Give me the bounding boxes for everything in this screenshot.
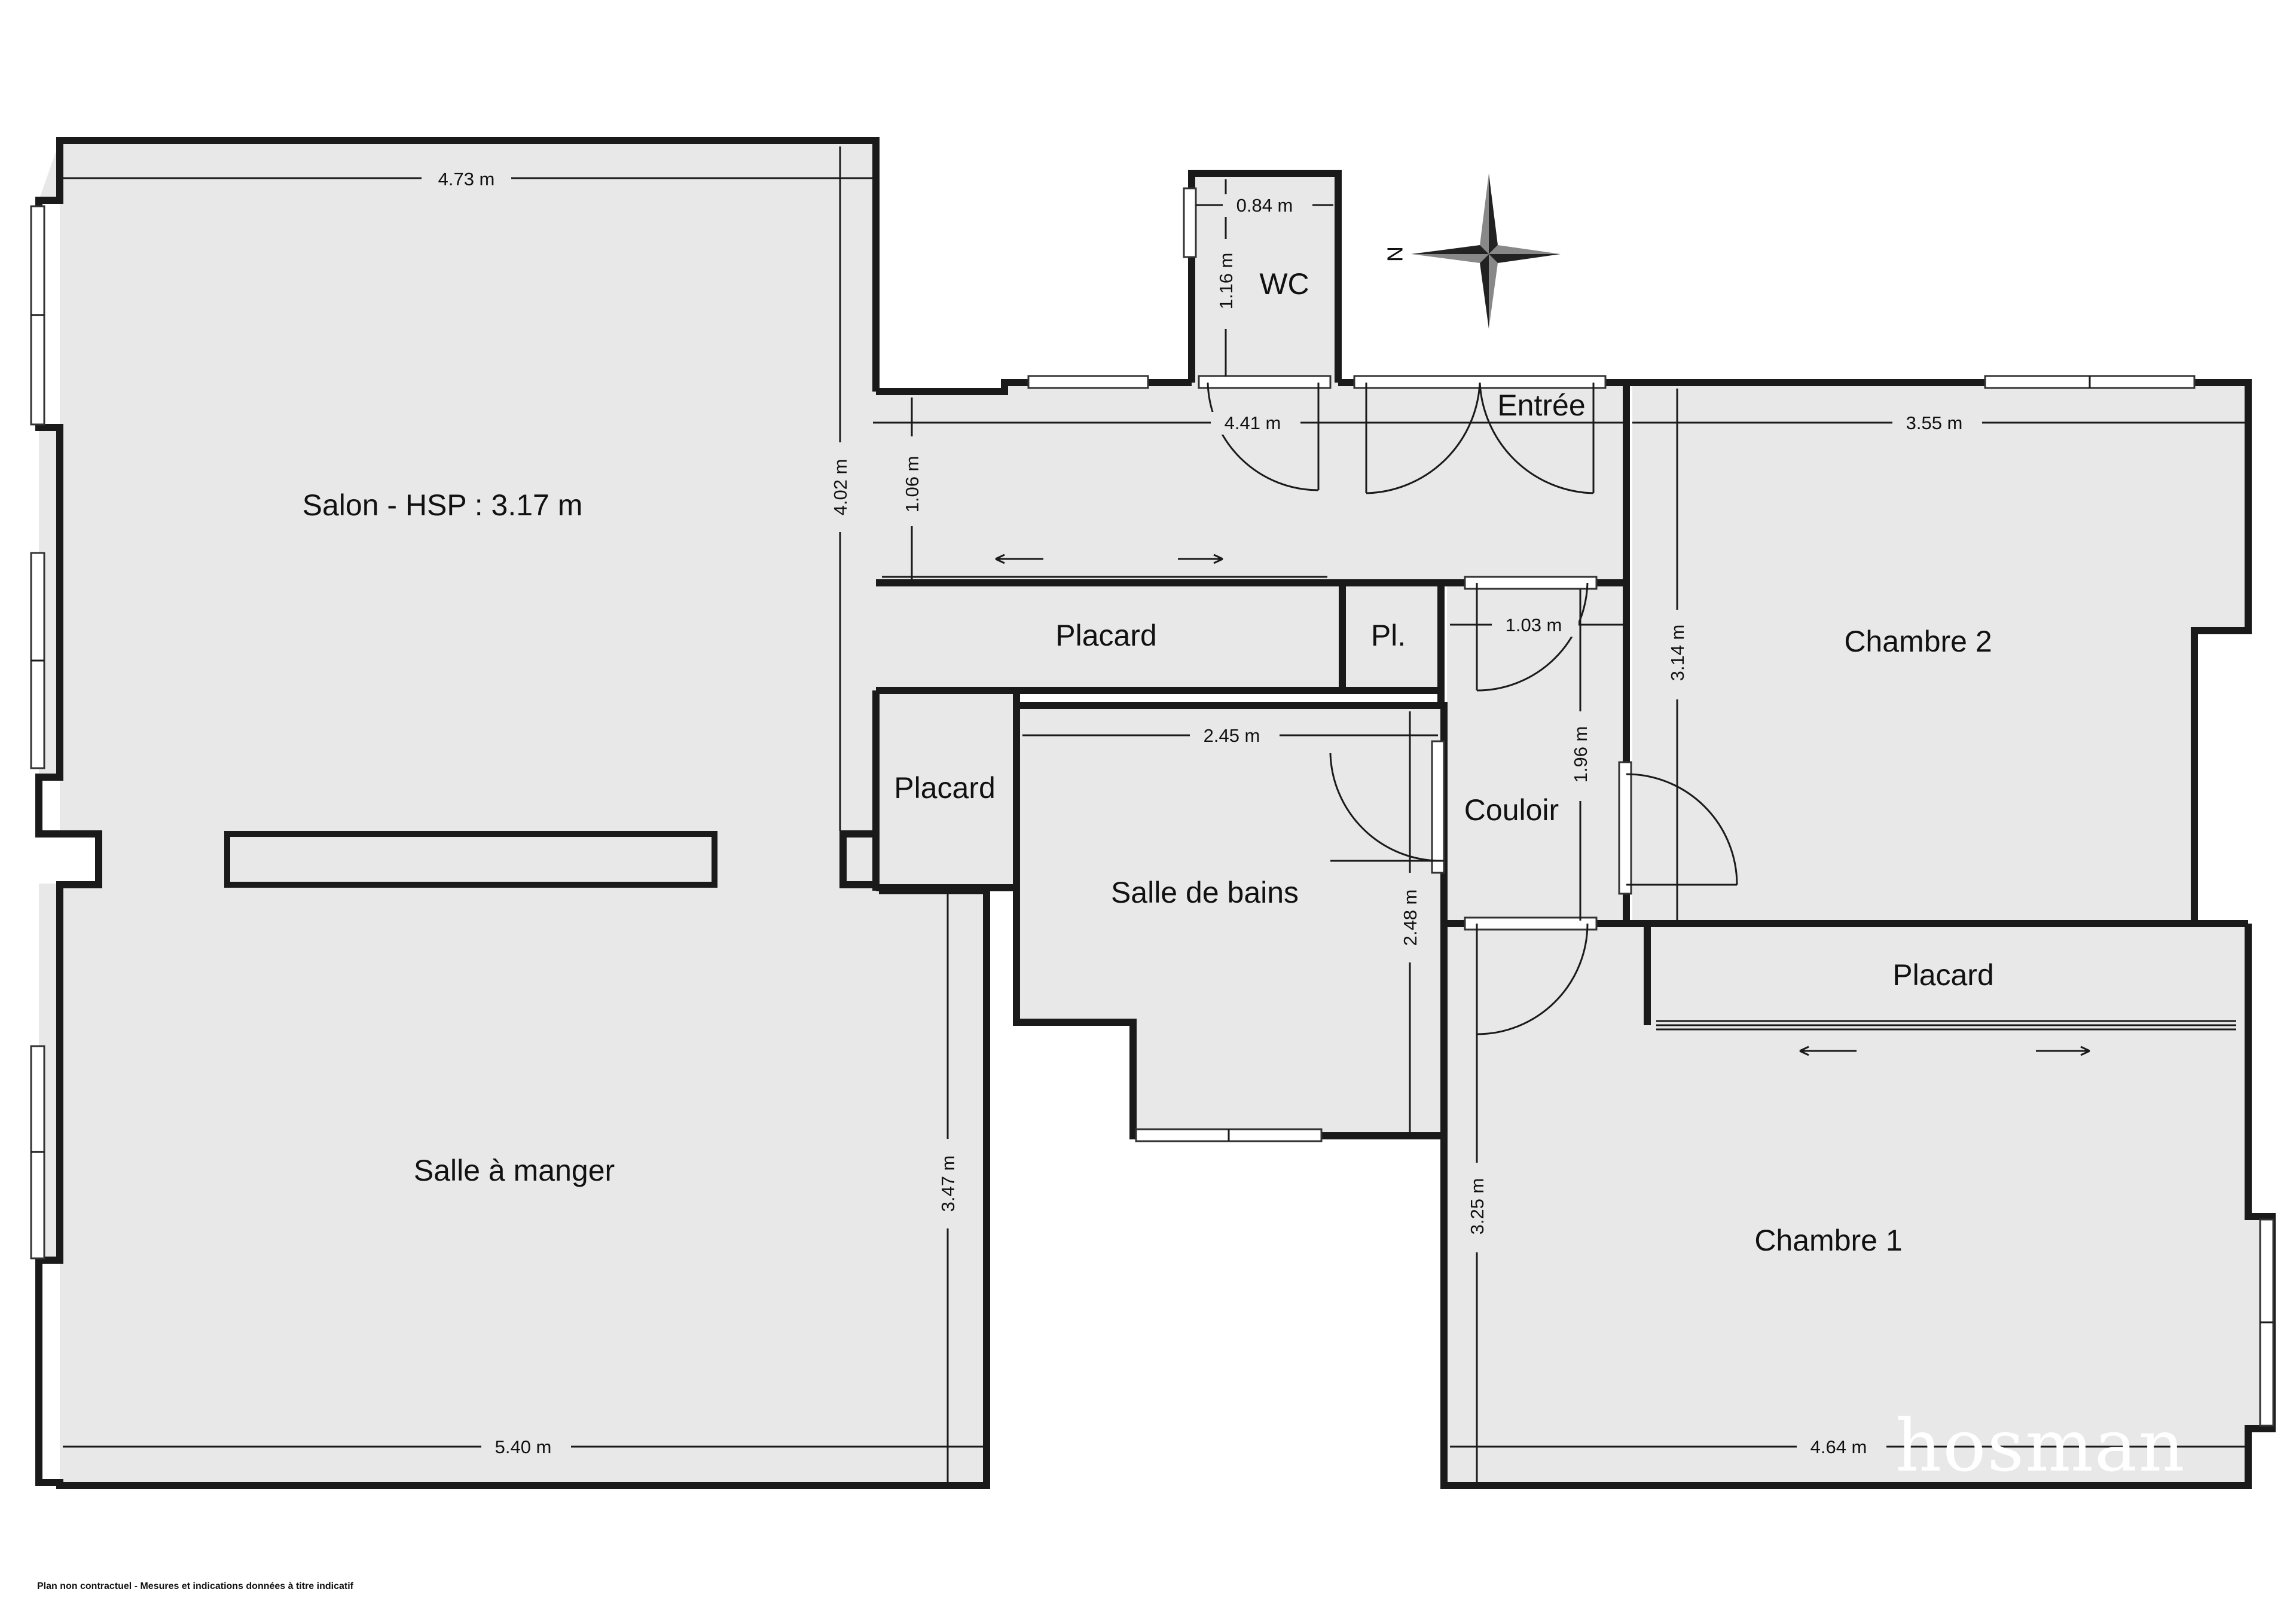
doors	[1198, 375, 1738, 1035]
wall-wc	[1188, 170, 1342, 383]
room-fills	[39, 140, 2272, 1486]
compass-rose-icon: N	[1382, 173, 1561, 329]
dim-wc-width: 0.84 m	[1236, 195, 1293, 216]
dim-couloir-width: 1.03 m	[1506, 615, 1562, 635]
dim-chambre2-width: 3.55 m	[1906, 412, 1963, 433]
wall-west-room	[35, 137, 990, 1489]
dim-salon-depth: 4.02 m	[830, 459, 851, 516]
door-ch2-swing	[1626, 773, 1738, 886]
label-placard-small: Pl.	[1371, 619, 1406, 652]
label-placard-3: Placard	[1892, 958, 1994, 992]
label-placard-2: Placard	[894, 771, 996, 805]
door-ch2-frame	[1618, 761, 1632, 895]
door-couloir-frame	[1464, 576, 1598, 590]
label-wc: WC	[1259, 267, 1309, 301]
door-wc-frame	[1198, 375, 1332, 389]
label-placard-1: Placard	[1055, 619, 1157, 652]
sliding-closets	[882, 554, 2236, 1056]
wall-placard3	[1440, 924, 2276, 1489]
label-salle-de-bains: Salle de bains	[1111, 876, 1299, 909]
dim-chambre1-width: 4.64 m	[1810, 1436, 1867, 1457]
placard2-floor	[879, 693, 1013, 888]
chambre1-floor	[1447, 927, 2272, 1486]
door-entree-right	[1479, 382, 1595, 494]
beam	[224, 831, 718, 888]
entree-floor	[876, 383, 1626, 583]
dim-couloir-depth: 1.96 m	[1570, 726, 1591, 783]
windows	[30, 187, 2274, 1427]
dim-sdb-depth: 2.48 m	[1400, 890, 1421, 946]
door-entree-left	[1365, 382, 1481, 494]
label-salon: Salon - HSP : 3.17 m	[303, 488, 583, 522]
label-salle-a-manger: Salle à manger	[414, 1154, 615, 1187]
door-sdb-frame	[1431, 740, 1445, 874]
salon-floor	[39, 140, 1019, 1486]
dim-chambre1-depth: 3.25 m	[1467, 1178, 1488, 1235]
label-chambre-2: Chambre 2	[1844, 625, 1992, 658]
compass-north-label: N	[1382, 246, 1407, 262]
dim-sam-width: 5.40 m	[495, 1436, 552, 1457]
dim-chambre2-depth: 3.14 m	[1667, 625, 1688, 681]
placard1-floor	[879, 586, 1342, 687]
label-chambre-1: Chambre 1	[1754, 1224, 1902, 1257]
dim-entree-depth: 1.06 m	[902, 456, 923, 513]
door-sdb-swing	[1329, 753, 1444, 862]
brand-watermark: hosman	[1895, 1405, 2186, 1488]
room-labels: Salon - HSP : 3.17 m Salle à manger WC E…	[303, 267, 1994, 1257]
dim-entree-length: 4.41 m	[1225, 412, 1281, 433]
window-entree-1	[1027, 375, 1149, 389]
dim-sam-depth: 3.47 m	[938, 1156, 958, 1212]
door-ch1-frame	[1464, 916, 1598, 931]
dim-sdb-width: 2.45 m	[1204, 725, 1260, 746]
footer-disclaimer: Plan non contractuel - Mesures et indica…	[37, 1581, 354, 1591]
dim-salon-width: 4.73 m	[438, 169, 495, 189]
door-wc-swing	[1207, 382, 1320, 491]
dimension-labels: 4.73 m 4.02 m 0.84 m 1.16 m 4.41 m 1.06 …	[422, 167, 1982, 1459]
sdb-floor	[1019, 705, 1441, 1136]
label-entree: Entrée	[1497, 389, 1585, 422]
placard-small-floor	[1345, 586, 1441, 687]
chambre2-floor	[1632, 383, 2248, 924]
door-couloir-swing	[1476, 582, 1589, 692]
window-wc	[1183, 187, 1197, 258]
dim-wc-depth: 1.16 m	[1216, 253, 1236, 310]
label-couloir: Couloir	[1464, 793, 1559, 827]
